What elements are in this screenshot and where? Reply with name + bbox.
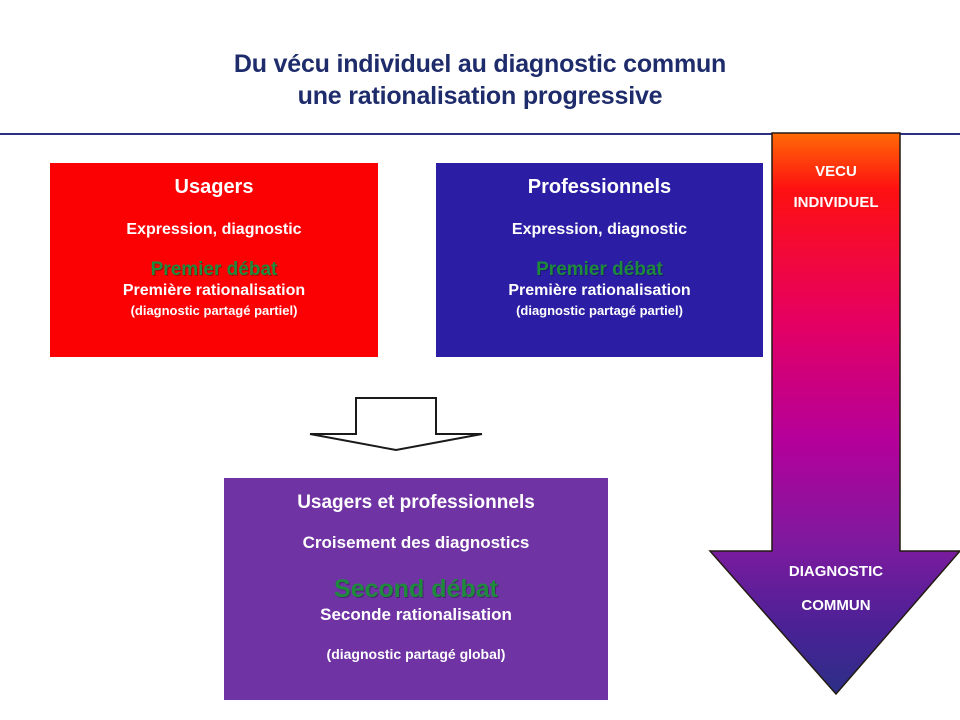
- panel-usagers[interactable]: Usagers Expression, diagnostic Premier d…: [50, 163, 378, 357]
- panel-commun-subtitle: Croisement des diagnostics: [302, 533, 530, 552]
- big-arrow-top-label: VECU INDIVIDUEL: [772, 162, 900, 212]
- panel-professionnels-heading: Professionnels: [527, 176, 672, 198]
- panel-usagers-subtitle: Expression, diagnostic: [126, 221, 302, 238]
- panel-professionnels-subtitle: Expression, diagnostic: [511, 221, 688, 238]
- down-arrow-icon: VECU INDIVIDUEL DIAGNOSTIC COMMUN: [700, 130, 960, 702]
- panel-professionnels-note: (diagnostic partagé partiel): [516, 303, 683, 318]
- panel-professionnels-debat: Premier débat: [536, 259, 663, 280]
- title-line-2: une rationalisation progressive: [297, 82, 663, 110]
- panel-usagers-rationalisation: Première rationalisation: [122, 282, 306, 299]
- panel-commun-note: (diagnostic partagé global): [326, 646, 506, 662]
- down-arrow-outline-icon: [308, 396, 484, 452]
- panel-professionnels-rationalisation: Première rationalisation: [508, 282, 691, 299]
- panel-commun-heading: Usagers et professionnels: [297, 492, 535, 513]
- title-line-1: Du vécu individuel au diagnostic commun: [233, 50, 727, 78]
- big-arrow-top-label-line-2: INDIVIDUEL: [793, 194, 879, 211]
- panel-usagers-debat: Premier débat: [150, 259, 278, 280]
- big-arrow-bottom-label-line-1: DIAGNOSTIC: [788, 563, 884, 580]
- header-divider: [0, 133, 960, 135]
- big-arrow-bottom-label: DIAGNOSTIC COMMUN: [752, 562, 920, 615]
- big-arrow-bottom-label-line-2: COMMUN: [801, 597, 871, 614]
- big-arrow-top-label-line-1: VECU: [815, 163, 857, 180]
- panel-usagers-heading: Usagers: [174, 176, 254, 198]
- panel-commun-debat: Second débat: [334, 575, 498, 603]
- panel-professionnels[interactable]: Professionnels Expression, diagnostic Pr…: [436, 163, 763, 357]
- panel-usagers-note: (diagnostic partagé partiel): [130, 303, 298, 318]
- panel-commun-rationalisation: Seconde rationalisation: [320, 605, 512, 624]
- page-title: Du vécu individuel au diagnostic commun …: [0, 48, 960, 112]
- panel-commun[interactable]: Usagers et professionnels Croisement des…: [224, 478, 608, 700]
